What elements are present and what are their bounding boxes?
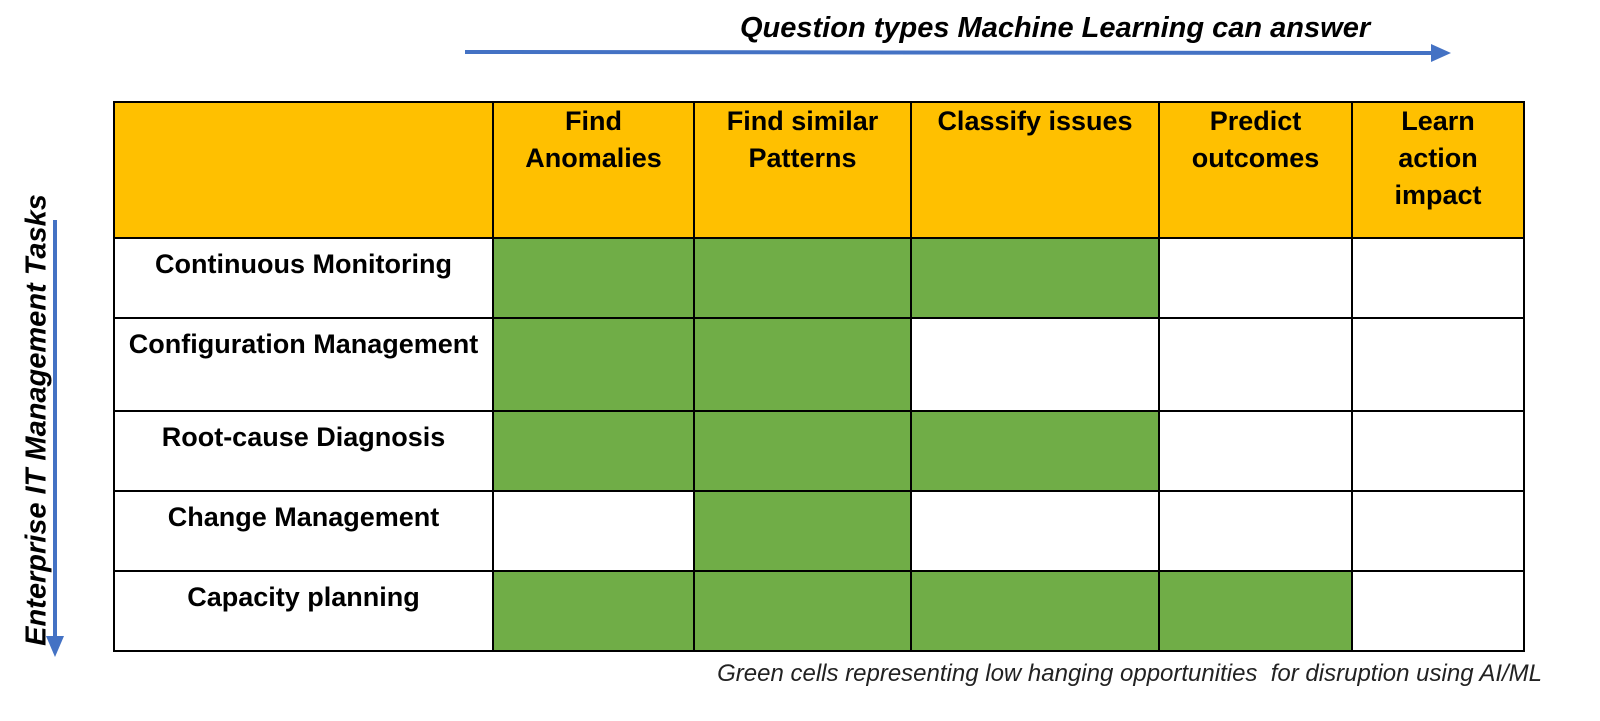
highlighted-cell bbox=[492, 237, 695, 319]
right-arrow-icon bbox=[465, 44, 1451, 62]
opportunity-matrix: Find Anomalies Find similar Patterns Cla… bbox=[113, 101, 1525, 652]
empty-cell bbox=[492, 490, 695, 572]
top-axis-title: Question types Machine Learning can answ… bbox=[740, 12, 1371, 44]
column-header-line: Predict outcomes bbox=[1191, 106, 1320, 173]
empty-cell bbox=[910, 490, 1160, 572]
table-row: Configuration Management bbox=[113, 317, 1525, 412]
highlighted-cell bbox=[693, 410, 912, 492]
empty-cell bbox=[1351, 570, 1525, 652]
table-row: Change Management bbox=[113, 490, 1525, 572]
down-arrow-icon bbox=[46, 220, 64, 657]
column-header: Find Anomalies bbox=[492, 101, 695, 239]
row-label: Change Management bbox=[113, 490, 494, 572]
empty-cell bbox=[1158, 490, 1353, 572]
table-row: Capacity planning bbox=[113, 570, 1525, 652]
corner-cell bbox=[113, 101, 494, 239]
table-row: Continuous Monitoring bbox=[113, 237, 1525, 319]
column-header: Find similar Patterns bbox=[693, 101, 912, 239]
highlighted-cell bbox=[1158, 570, 1353, 652]
highlighted-cell bbox=[492, 410, 695, 492]
empty-cell bbox=[1351, 237, 1525, 319]
highlighted-cell bbox=[910, 410, 1160, 492]
row-label: Continuous Monitoring bbox=[113, 237, 494, 319]
table-row: Root-cause Diagnosis bbox=[113, 410, 1525, 492]
column-header: Learn action impact bbox=[1351, 101, 1525, 239]
highlighted-cell bbox=[693, 237, 912, 319]
empty-cell bbox=[1158, 410, 1353, 492]
empty-cell bbox=[1351, 490, 1525, 572]
empty-cell bbox=[1351, 317, 1525, 412]
row-label: Configuration Management bbox=[113, 317, 494, 412]
empty-cell bbox=[910, 317, 1160, 412]
row-label: Capacity planning bbox=[113, 570, 494, 652]
column-header-line: Find Anomalies bbox=[525, 106, 662, 173]
column-header-line: Classify issues bbox=[937, 106, 1133, 136]
highlighted-cell bbox=[910, 570, 1160, 652]
highlighted-cell bbox=[910, 237, 1160, 319]
column-header-line: Learn action impact bbox=[1394, 106, 1482, 210]
highlighted-cell bbox=[492, 570, 695, 652]
highlighted-cell bbox=[492, 317, 695, 412]
empty-cell bbox=[1158, 317, 1353, 412]
empty-cell bbox=[1351, 410, 1525, 492]
highlighted-cell bbox=[693, 317, 912, 412]
column-header-line: Find similar Patterns bbox=[726, 106, 879, 173]
row-label: Root-cause Diagnosis bbox=[113, 410, 494, 492]
side-axis-title: Enterprise IT Management Tasks bbox=[20, 194, 53, 646]
column-header: Classify issues bbox=[910, 101, 1160, 239]
highlighted-cell bbox=[693, 490, 912, 572]
footnote: Green cells representing low hanging opp… bbox=[717, 660, 1542, 687]
column-header: Predict outcomes bbox=[1158, 101, 1353, 239]
header-row: Find Anomalies Find similar Patterns Cla… bbox=[113, 101, 1525, 239]
highlighted-cell bbox=[693, 570, 912, 652]
empty-cell bbox=[1158, 237, 1353, 319]
